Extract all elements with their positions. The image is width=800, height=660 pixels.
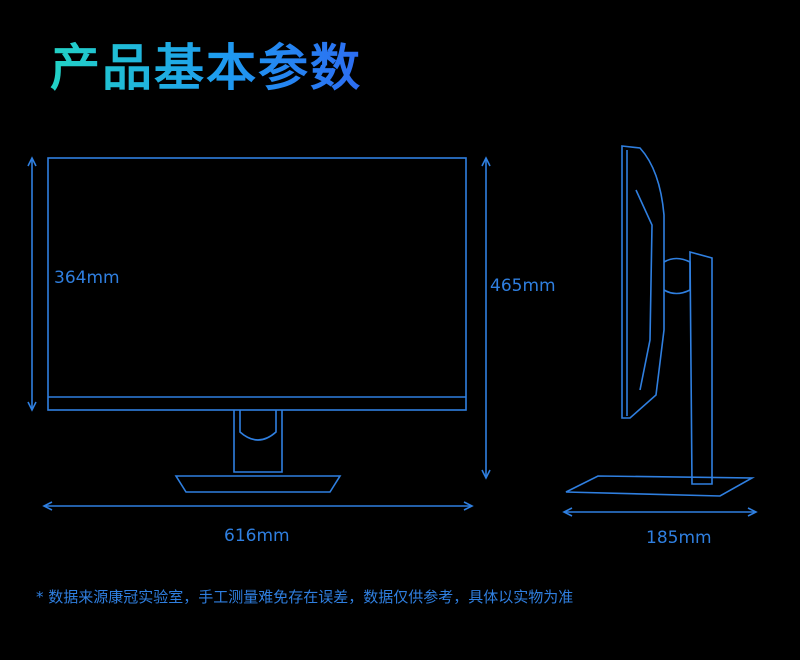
side-view-monitor <box>565 145 755 497</box>
monitor-screen-outline <box>47 157 467 411</box>
footnote: * 数据来源康冠实验室，手工测量难免存在误差，数据仅供参考，具体以实物为准 <box>36 588 574 606</box>
dimension-lines <box>27 156 758 517</box>
page-title: 产品基本参数 <box>50 36 362 100</box>
side-panel <box>621 145 665 419</box>
stand-cutout <box>239 410 277 441</box>
front-view-monitor <box>47 157 467 493</box>
width-arrows <box>42 501 474 511</box>
depth-arrows <box>562 507 758 517</box>
side-vent <box>635 189 653 391</box>
total-height-label: 465mm <box>490 276 556 296</box>
side-hinge <box>663 257 691 295</box>
monitor-stand-neck <box>233 410 283 473</box>
side-base <box>565 475 755 497</box>
depth-label: 185mm <box>646 528 712 548</box>
screen-height-arrows <box>27 156 37 412</box>
screen-height-label: 364mm <box>54 268 120 288</box>
monitor-base <box>174 475 342 493</box>
side-stand-arm <box>689 250 713 485</box>
width-label: 616mm <box>224 526 290 546</box>
total-height-arrows <box>481 156 491 480</box>
